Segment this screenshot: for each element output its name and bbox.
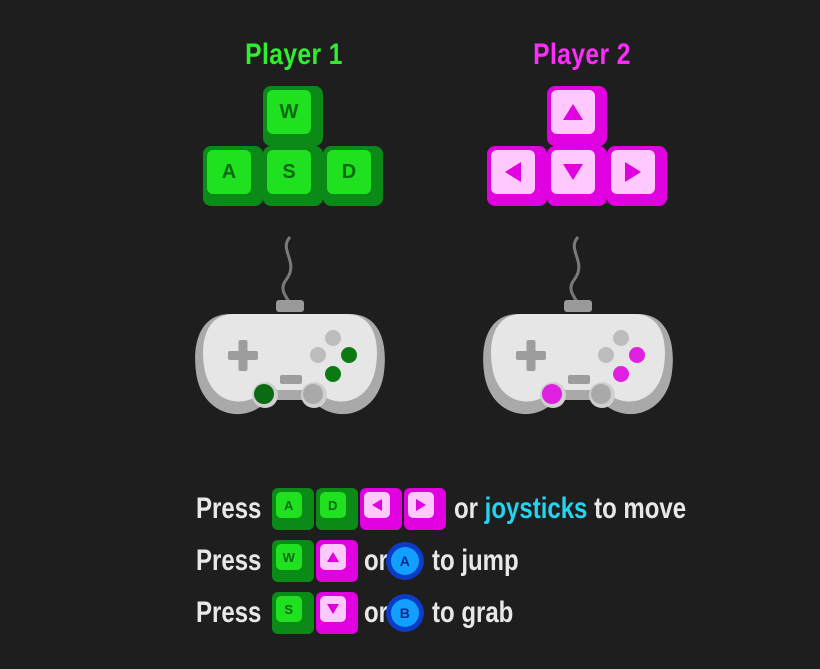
mini-key-d-label: D [319, 492, 346, 518]
press-text: Press [196, 492, 262, 525]
key-w: W [263, 86, 323, 146]
instruction-grab: Press S or B to grab [196, 591, 533, 635]
mini-key-down [315, 592, 358, 634]
left-arrow-icon [505, 162, 521, 182]
key-w-label: W [267, 90, 311, 134]
mini-key-left [359, 488, 402, 530]
joysticks-text: joysticks [484, 492, 588, 525]
left-arrow-icon [371, 499, 382, 511]
mini-key-up [315, 540, 358, 582]
key-a-label: A [207, 150, 251, 194]
button-b-label: B [390, 599, 419, 627]
controller-button-b-icon: B [385, 594, 424, 632]
right-arrow-icon [625, 162, 641, 182]
mini-key-a-label: A [275, 492, 302, 518]
key-s: S [263, 146, 323, 206]
gamepad-icon-player1 [195, 235, 385, 415]
down-arrow-icon [326, 604, 339, 614]
key-arrow-right [607, 146, 667, 206]
mini-key-right [403, 488, 446, 530]
right-arrow-icon [415, 499, 426, 511]
key-arrow-left [487, 146, 547, 206]
or-text: or [363, 596, 388, 629]
mini-key-s: S [271, 592, 314, 634]
key-arrow-up [547, 86, 607, 146]
press-text: Press [196, 596, 262, 629]
gamepad-icon-player2 [483, 235, 673, 415]
up-arrow-icon [326, 552, 339, 562]
down-arrow-icon [563, 164, 583, 180]
controller-button-a-icon: A [385, 542, 424, 580]
mini-key-w: W [271, 540, 314, 582]
mini-key-d: D [315, 488, 358, 530]
instruction-jump: Press W or A to jump [196, 539, 540, 583]
up-arrow-icon [563, 104, 583, 120]
button-a-label: A [390, 547, 419, 575]
player1-title: Player 1 [245, 38, 343, 71]
mini-key-w-label: W [275, 544, 302, 570]
key-arrow-down [547, 146, 607, 206]
key-d-label: D [327, 150, 371, 194]
press-text: Press [196, 544, 262, 577]
grab-suffix-text: to grab [431, 596, 514, 629]
key-s-label: S [267, 150, 311, 194]
or-text: or [363, 544, 388, 577]
key-d: D [323, 146, 383, 206]
instruction-move: Press A D or joysticks to move [196, 487, 754, 531]
player2-title: Player 2 [533, 38, 631, 71]
jump-suffix-text: to jump [431, 544, 519, 577]
mini-key-a: A [271, 488, 314, 530]
move-suffix-text: to move [593, 492, 686, 525]
or-text: or [453, 492, 478, 525]
mini-key-s-label: S [275, 596, 302, 622]
key-a: A [203, 146, 263, 206]
